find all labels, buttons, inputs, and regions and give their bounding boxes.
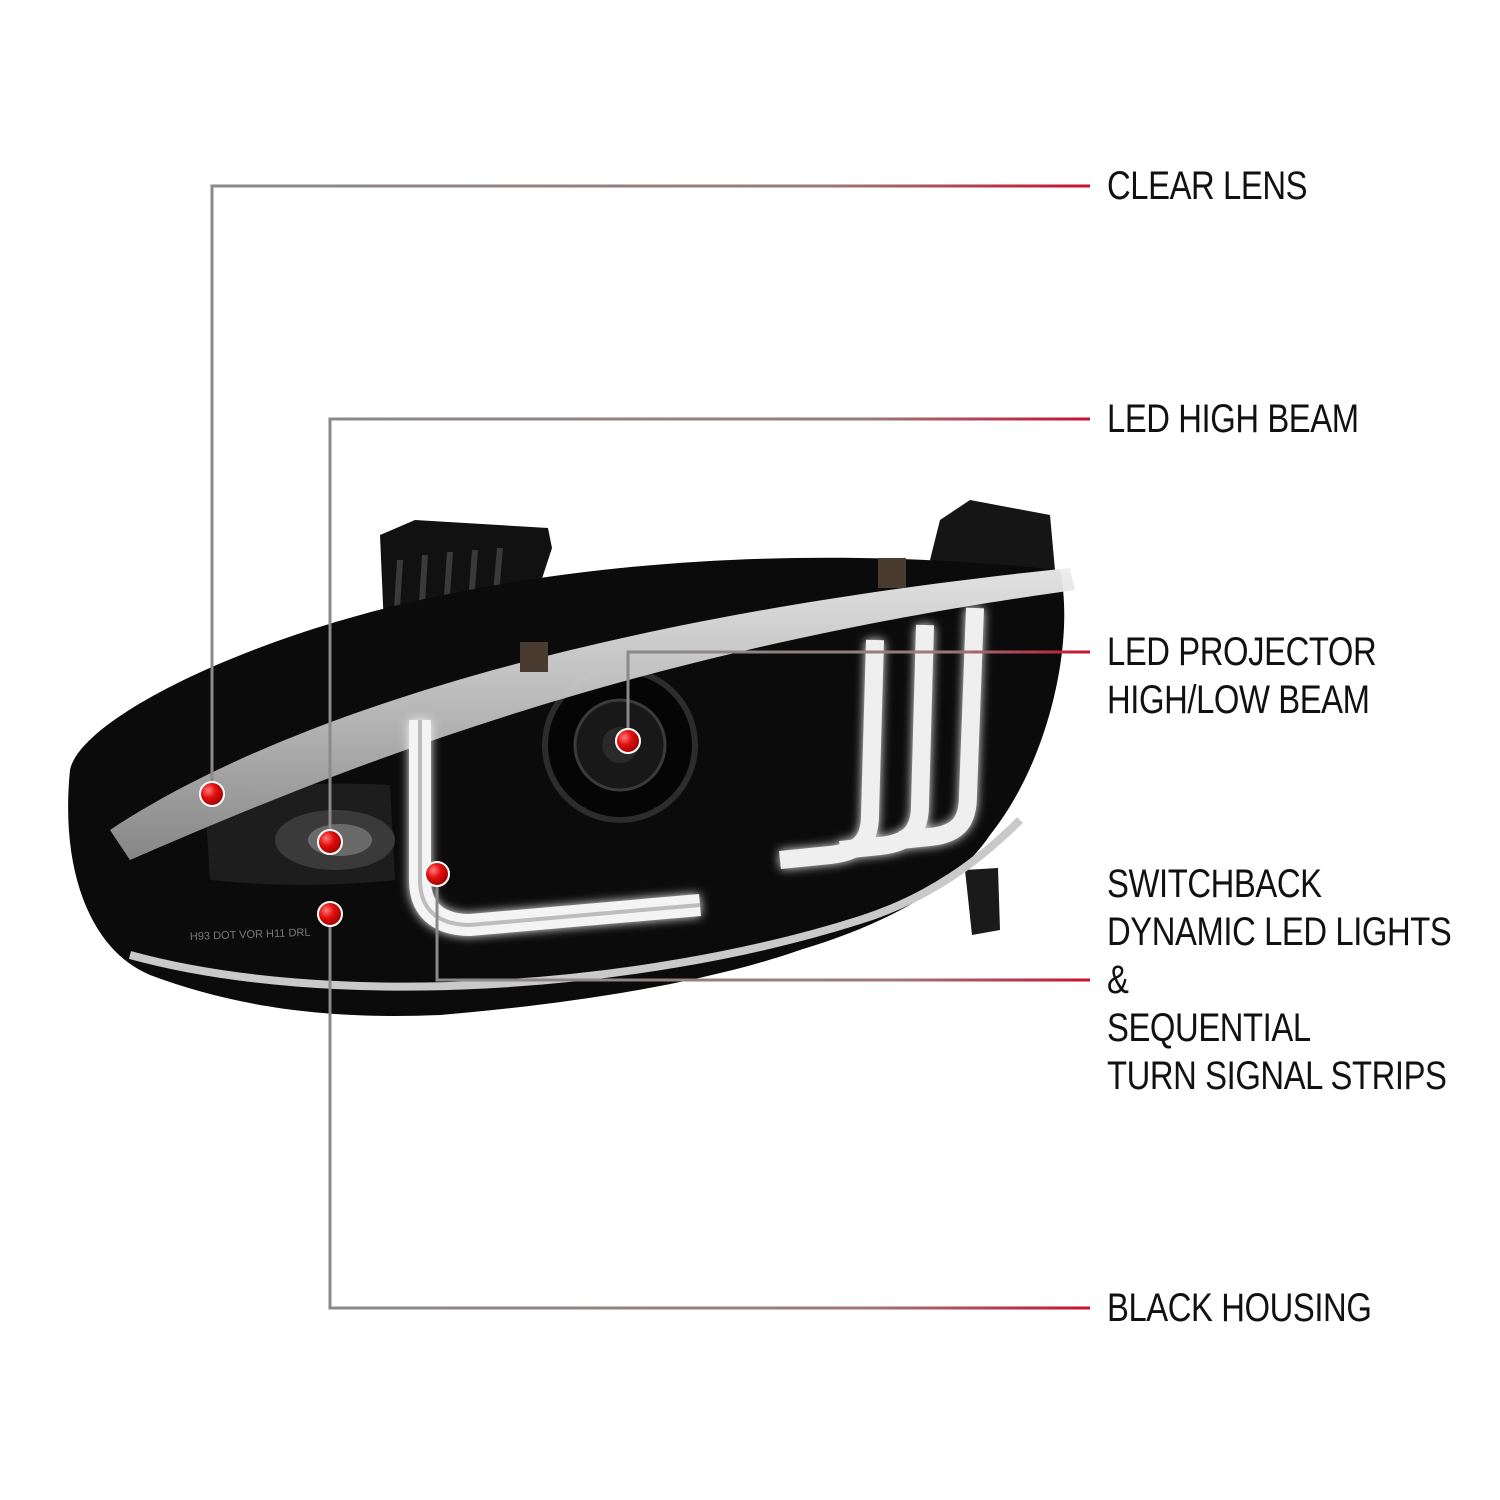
callout-line: LED PROJECTOR xyxy=(1107,630,1377,674)
callout-line: BLACK HOUSING xyxy=(1107,1286,1372,1330)
leader-line-led-projector xyxy=(626,650,1090,741)
callout-line: CLEAR LENS xyxy=(1107,164,1308,208)
sequential-strips xyxy=(779,607,984,869)
top-clip-2 xyxy=(878,558,906,588)
callout-line: DYNAMIC LED LIGHTS xyxy=(1107,910,1452,954)
callout-clear-lens: CLEAR LENS xyxy=(1107,162,1307,210)
leader-lines xyxy=(210,184,1090,1310)
marker-dot-led-projector xyxy=(615,728,641,754)
callout-line: SEQUENTIAL xyxy=(1107,1006,1311,1050)
clear-lens-band xyxy=(110,568,1075,860)
marker-dots xyxy=(199,728,641,927)
callout-line: LED HIGH BEAM xyxy=(1107,397,1359,441)
callout-line: HIGH/LOW BEAM xyxy=(1107,678,1370,722)
callout-black-housing: BLACK HOUSING xyxy=(1107,1284,1372,1332)
callout-line: SWITCHBACK xyxy=(1107,862,1322,906)
callout-led-projector: LED PROJECTOR HIGH/LOW BEAM xyxy=(1107,628,1377,724)
callout-led-high-beam: LED HIGH BEAM xyxy=(1107,395,1359,443)
rear-connector xyxy=(965,868,1000,935)
marker-dot-switchback xyxy=(424,861,450,887)
leader-line-led-high-beam xyxy=(328,417,1090,840)
housing-imprint: H93 DOT VOR H11 DRL xyxy=(190,927,311,943)
callout-switchback: SWITCHBACK DYNAMIC LED LIGHTS & SEQUENTI… xyxy=(1107,860,1452,1100)
leader-line-switchback xyxy=(435,876,1090,982)
clear-lens-lower-edge xyxy=(128,817,1023,991)
marker-dot-black-housing xyxy=(317,901,343,927)
callout-line: & xyxy=(1107,958,1129,1002)
top-clip-1 xyxy=(520,642,548,672)
leader-line-clear-lens xyxy=(210,184,1090,790)
leader-line-black-housing xyxy=(328,914,1090,1310)
marker-dot-led-high-beam xyxy=(317,829,343,855)
headlight-illustration: H93 DOT VOR H11 DRL xyxy=(68,500,1075,1016)
callout-line: TURN SIGNAL STRIPS xyxy=(1107,1054,1447,1098)
marker-dot-clear-lens xyxy=(199,781,225,807)
